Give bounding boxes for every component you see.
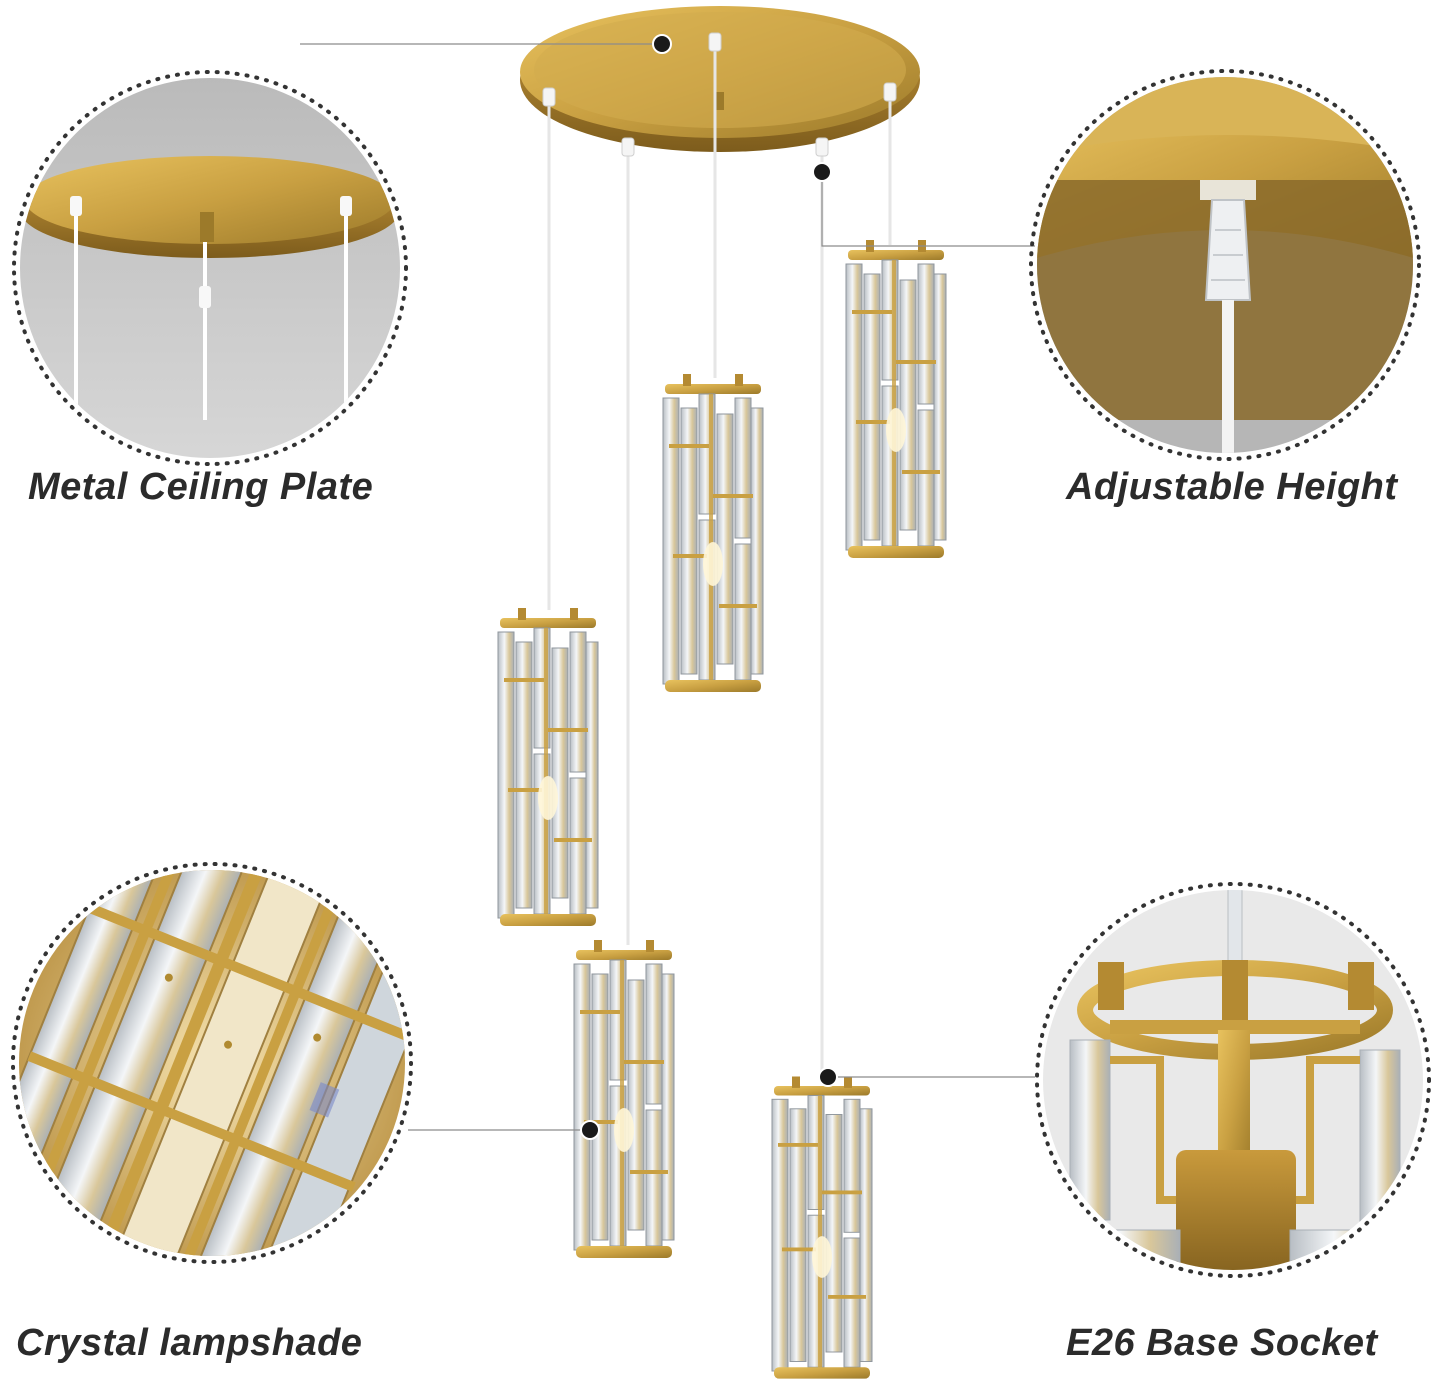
label-e26-base-socket: E26 Base Socket (1066, 1322, 1378, 1364)
label-metal-ceiling-plate: Metal Ceiling Plate (28, 466, 374, 508)
pendant-light-1 (497, 607, 599, 927)
pendant-light-2 (662, 373, 764, 693)
ceiling-plate-detail (12, 70, 408, 466)
pendant-light-4 (573, 939, 675, 1259)
cord-connector-detail (1029, 69, 1421, 461)
pendant-light-3 (845, 239, 947, 559)
callout-markers (580, 34, 838, 1140)
pendant-cords (547, 45, 892, 1082)
cord-connectors (542, 32, 897, 157)
label-adjustable-height: Adjustable Height (1066, 466, 1398, 508)
socket-detail (1035, 882, 1431, 1278)
label-crystal-lampshade: Crystal lampshade (16, 1322, 363, 1364)
pendant-light-5 (771, 1076, 873, 1380)
callout-lines (300, 43, 1035, 1131)
ceiling-plate (520, 6, 920, 152)
crystal-closeup-detail (11, 862, 413, 1264)
